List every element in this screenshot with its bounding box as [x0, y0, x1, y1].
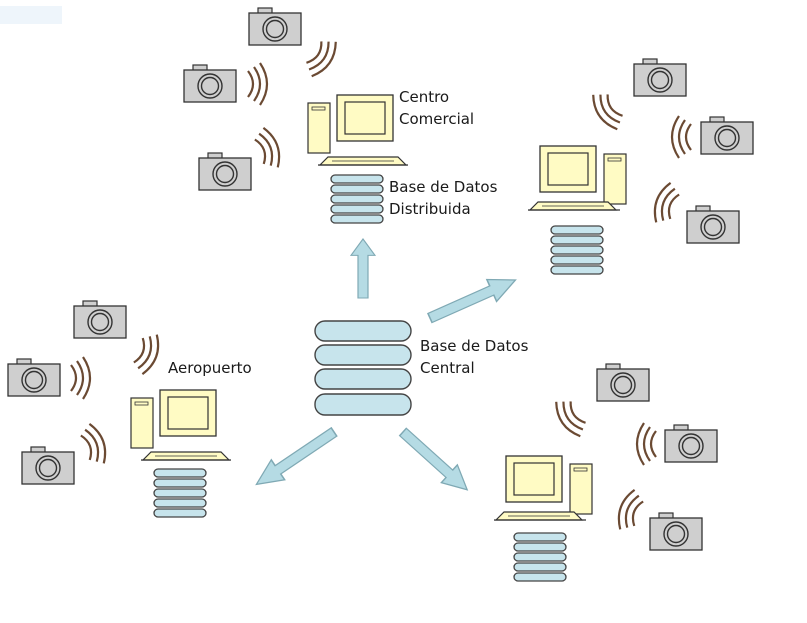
central-database-icon — [314, 320, 412, 416]
computer-icon — [493, 455, 593, 521]
database-icon — [550, 225, 604, 275]
wireless-signal-icon — [670, 114, 693, 160]
wireless-signal-icon — [251, 124, 286, 173]
computer-icon — [527, 145, 627, 211]
computer-icon — [130, 389, 232, 461]
database-icon — [330, 174, 384, 224]
wireless-signal-icon — [635, 421, 658, 467]
camera-icon — [649, 512, 703, 551]
wireless-signal-icon — [77, 420, 112, 469]
wireless-signal-icon — [648, 179, 683, 228]
camera-icon — [7, 358, 61, 397]
camera-icon — [633, 58, 687, 97]
arrow-icon — [248, 421, 342, 496]
computer-icon — [307, 94, 409, 166]
wireless-signal-icon — [612, 486, 647, 535]
mall-label-line2: Comercial — [399, 110, 475, 128]
wireless-signal-icon — [69, 355, 92, 401]
camera-icon — [596, 363, 650, 402]
central-db-label-line2: Central — [420, 359, 475, 377]
arrow-icon — [424, 268, 522, 330]
corner-highlight — [0, 6, 62, 24]
camera-icon — [686, 205, 740, 244]
database-icon — [153, 468, 207, 518]
database-icon — [513, 532, 567, 582]
distributed-db-label-line1: Base de Datos — [389, 178, 498, 196]
arrow-icon — [394, 422, 476, 500]
camera-icon — [21, 446, 75, 485]
camera-icon — [198, 152, 252, 191]
camera-icon — [73, 300, 127, 339]
camera-icon — [700, 116, 754, 155]
distributed-db-label-line2: Distribuida — [389, 200, 471, 218]
wireless-signal-icon — [130, 329, 165, 378]
central-db-label-line1: Base de Datos — [420, 337, 529, 355]
wireless-signal-icon — [300, 33, 343, 82]
mall-label-line1: Centro — [399, 88, 450, 106]
airport-label: Aeropuerto — [168, 359, 252, 377]
wireless-signal-icon — [586, 86, 629, 135]
camera-icon — [183, 64, 237, 103]
wireless-signal-icon — [549, 393, 592, 442]
camera-icon — [248, 7, 302, 46]
arrow-icon — [350, 238, 376, 299]
camera-icon — [664, 424, 718, 463]
wireless-signal-icon — [246, 61, 269, 107]
